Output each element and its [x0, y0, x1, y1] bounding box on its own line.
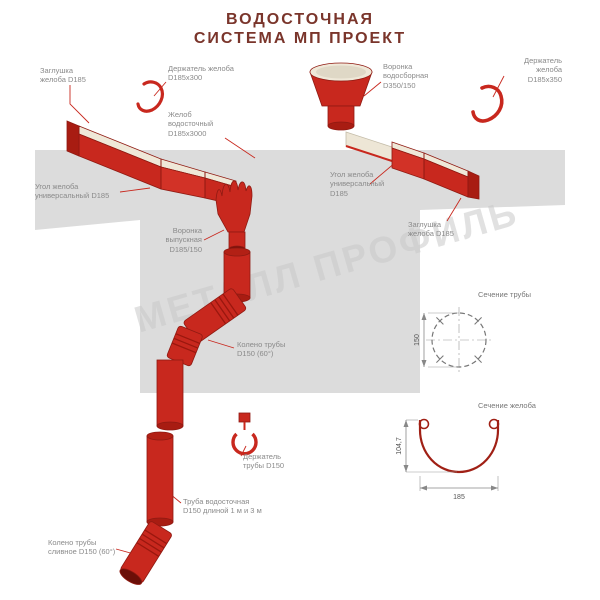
pipe-diameter-dim: 150: [414, 334, 421, 346]
gutter-holder-left: [136, 80, 164, 113]
label-gutter-holder-right: Держатель желоба D185х350: [523, 56, 562, 84]
gutter-height-dim: 104,7: [396, 437, 403, 455]
endcap-right: [467, 170, 480, 200]
label-endcap-left: Заглушка желоба D185: [40, 66, 86, 85]
page-title-line1: ВОДОСТОЧНАЯ: [225, 11, 375, 28]
label-corner-left: Угол желоба универсальный D185: [35, 182, 110, 201]
label-gutter: Желоб водосточный D185х3000: [168, 110, 214, 138]
label-pipe-holder: Держатель трубы D150: [243, 452, 285, 471]
pipe-elbow-mid: [166, 325, 203, 367]
pipe-holder: [231, 412, 258, 456]
label-gutter-section-title: Сечение желоба: [478, 401, 536, 410]
gutter-section-diagram: 104,7 185: [396, 418, 500, 501]
page-title-line2: СИСТЕМА МП ПРОЕКТ: [193, 30, 407, 47]
gutter-holder-right: [471, 84, 504, 123]
label-downpipe: Труба водосточная D150 длиной 1 м и 3 м: [183, 497, 262, 516]
pipe-vertical-lower: [146, 435, 174, 523]
outlet-funnel: [215, 180, 253, 253]
label-endcap-right: Заглушка желоба D185: [408, 220, 454, 239]
label-outlet-funnel: Воронка выпускная D185/150: [165, 226, 202, 254]
gutter-width-dim: 185: [453, 494, 465, 501]
label-gutter-holder-left: Держатель желоба D185х300: [168, 64, 234, 83]
drain-elbow: [119, 521, 172, 585]
label-drain-elbow: Колено трубы сливное D150 (60°): [48, 538, 116, 557]
downpipe: [119, 247, 251, 585]
gutter-run-right: [345, 131, 480, 200]
pipe-section-diagram: 150: [414, 307, 492, 373]
label-elbow-upper: Колено трубы D150 (60°): [237, 340, 286, 359]
roof-band: [35, 150, 565, 393]
pipe-vertical-upper: [156, 359, 184, 427]
label-collect-funnel: Воронка водосборная D350/150: [383, 62, 429, 90]
label-pipe-section-title: Сечение трубы: [478, 290, 532, 299]
label-corner-right: Угол желоба универсальный D185: [330, 170, 385, 198]
endcap-left: [66, 120, 80, 157]
collect-funnel: [309, 62, 373, 131]
